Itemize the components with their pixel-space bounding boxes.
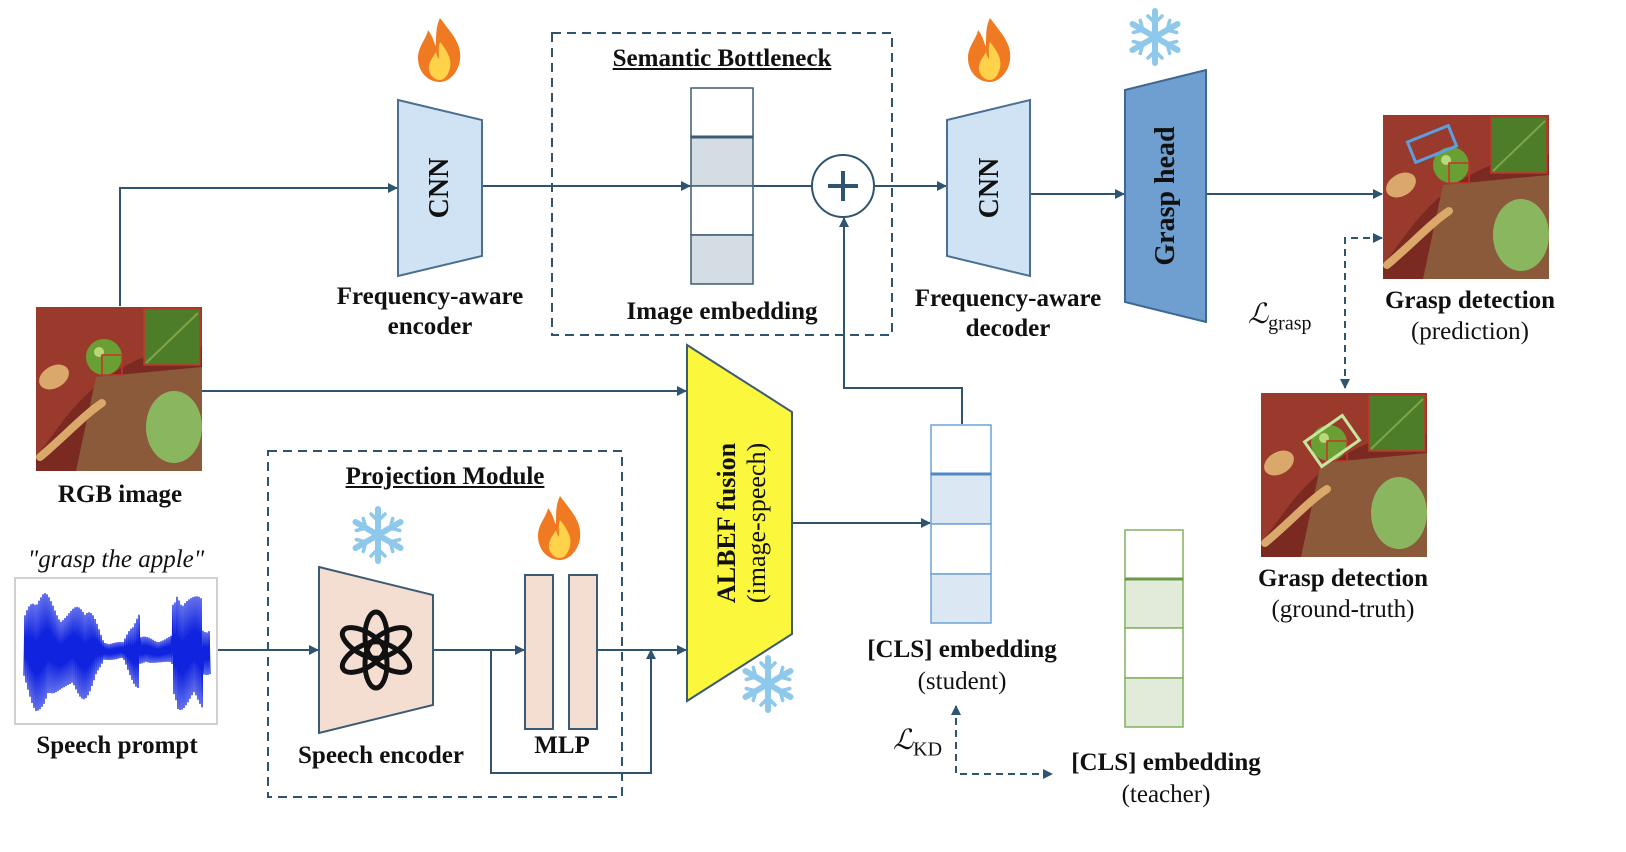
teacher-embedding-stack xyxy=(1124,529,1184,728)
prediction-label-line1: Grasp detection xyxy=(1384,287,1556,314)
fire-icon xyxy=(968,18,1011,82)
teacher-label-line1: [CLS] embedding xyxy=(1071,749,1261,776)
dashed-grasp-loss-arrow xyxy=(1340,233,1383,389)
albef-line1: ALBEF fusion xyxy=(712,442,741,604)
decoder-label-line1: Frequency-aware xyxy=(914,285,1102,312)
prediction-image xyxy=(1382,115,1549,279)
connectors xyxy=(119,181,1383,779)
speech-waveform xyxy=(14,577,218,725)
waveform-icon xyxy=(23,593,211,712)
encoder-label-line2: encoder xyxy=(387,313,473,340)
speech-quote: "grasp the apple" xyxy=(27,546,205,573)
student-label-line2: (student) xyxy=(917,668,1007,695)
arrow-rgb-to-encoder xyxy=(119,183,398,306)
encoder-cnn-label: CNN xyxy=(424,157,455,219)
albef-line2: (image-speech) xyxy=(742,442,771,604)
ground-truth-label-line2: (ground-truth) xyxy=(1271,596,1415,623)
rgb-image-label: RGB image xyxy=(57,481,183,508)
loss-kd-subscript: KD xyxy=(913,738,943,761)
snowflake-icon xyxy=(746,658,791,710)
decoder-cnn-label: CNN xyxy=(974,157,1005,219)
speech-encoder-block xyxy=(318,565,434,735)
student-embedding-stack xyxy=(930,424,992,624)
fire-icon xyxy=(418,18,461,82)
loss-grasp-symbol: ℒ xyxy=(1248,299,1269,330)
rgb-image xyxy=(35,307,202,471)
grasp-head-block xyxy=(1124,68,1207,324)
prediction-label-line2: (prediction) xyxy=(1410,318,1529,345)
projection-module-title: Projection Module xyxy=(345,463,545,490)
loss-grasp-label: ℒgrasp xyxy=(1248,299,1312,340)
albef-fusion-block xyxy=(686,343,793,703)
ground-truth-label-line1: Grasp detection xyxy=(1257,565,1429,592)
encoder-label-line1: Frequency-aware xyxy=(336,283,524,310)
arrow-student-to-plus xyxy=(839,217,963,424)
cnn-encoder-block xyxy=(397,98,483,278)
snowflake-icon xyxy=(356,509,401,561)
openai-logo-icon xyxy=(339,609,413,691)
ground-truth-image xyxy=(1260,393,1427,557)
snowflake-icon xyxy=(1133,11,1178,63)
projection-module-box xyxy=(267,450,623,798)
speech-encoder-label: Speech encoder xyxy=(298,742,464,769)
dashed-kd-loss-arrow xyxy=(951,705,1053,779)
mlp-label: MLP xyxy=(534,732,590,759)
semantic-bottleneck-box xyxy=(551,32,893,336)
speech-prompt-label: Speech prompt xyxy=(36,732,198,759)
teacher-label-line2: (teacher) xyxy=(1121,781,1211,808)
fire-icon xyxy=(538,496,581,560)
mlp-layer-2 xyxy=(568,574,598,730)
decoder-label-line2: decoder xyxy=(965,315,1051,342)
grasp-head-label: Grasp head xyxy=(1150,126,1181,266)
loss-kd-label: ℒKD xyxy=(893,725,942,766)
plus-icon xyxy=(811,154,875,218)
albef-label: ALBEF fusion (image-speech) xyxy=(712,443,772,603)
image-embedding-stack xyxy=(690,87,754,285)
skip-connection xyxy=(490,649,656,774)
loss-kd-symbol: ℒ xyxy=(893,725,914,756)
student-label-line1: [CLS] embedding xyxy=(867,636,1057,663)
mlp-layer-1 xyxy=(524,574,554,730)
loss-grasp-subscript: grasp xyxy=(1268,312,1312,335)
semantic-bottleneck-title: Semantic Bottleneck xyxy=(612,45,832,72)
image-embedding-label: Image embedding xyxy=(626,298,818,325)
cnn-decoder-block xyxy=(946,98,1031,278)
